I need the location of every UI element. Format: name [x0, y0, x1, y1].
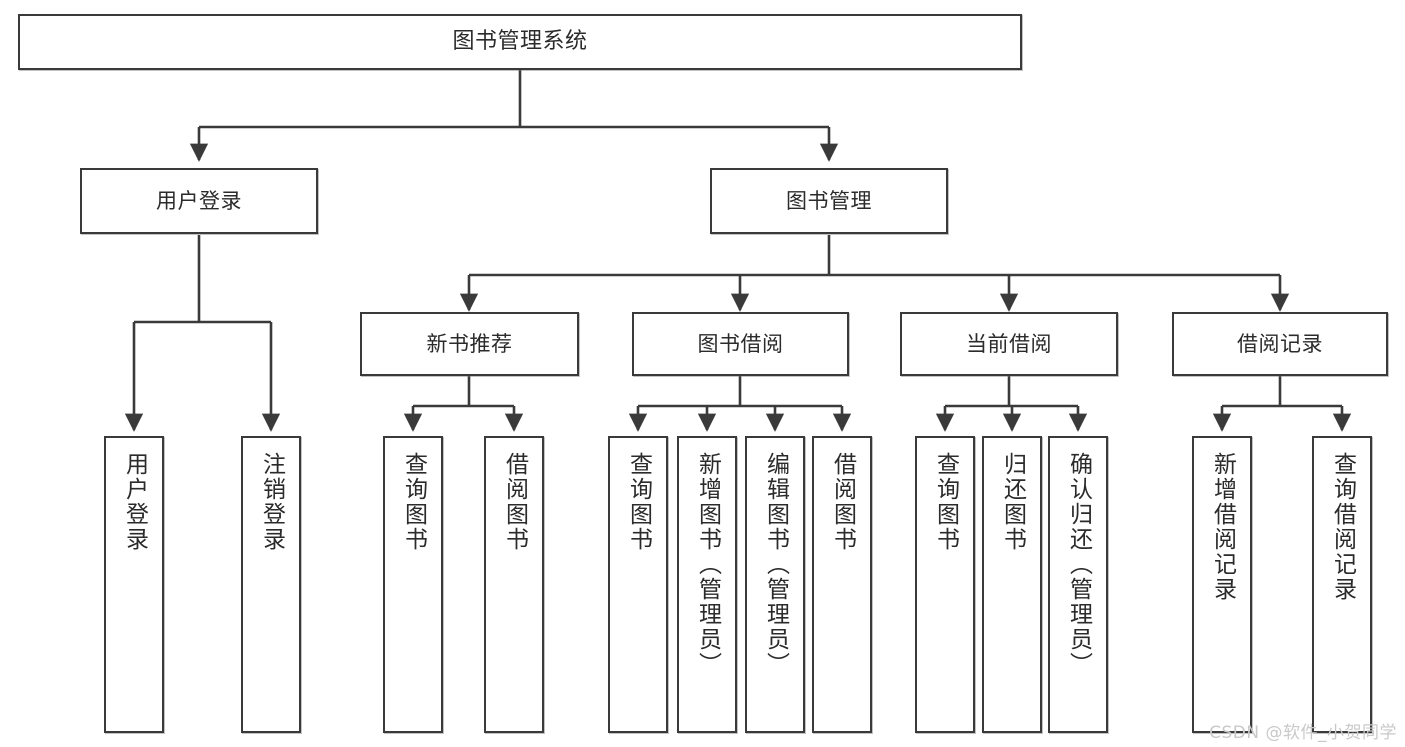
leaf-current-borrow-return-book[interactable]: 归还图书: [982, 436, 1042, 733]
node-label: 新增图书（管理员）: [694, 452, 721, 677]
node-label: 借阅图书: [501, 452, 528, 552]
node-current-borrow[interactable]: 当前借阅: [900, 312, 1118, 376]
leaf-book-borrow-borrow-book[interactable]: 借阅图书: [812, 436, 872, 733]
node-label: 用户登录: [156, 188, 242, 213]
leaf-current-borrow-confirm-return-admin[interactable]: 确认归还（管理员）: [1048, 436, 1108, 733]
leaf-user-login-logout[interactable]: 注销登录: [241, 436, 301, 733]
node-user-login[interactable]: 用户登录: [80, 168, 318, 234]
node-label: 新增借阅记录: [1209, 452, 1236, 602]
leaf-new-book-borrow-book[interactable]: 借阅图书: [484, 436, 544, 733]
leaf-borrow-record-add-record[interactable]: 新增借阅记录: [1192, 436, 1252, 733]
node-label: 编辑图书（管理员）: [762, 452, 789, 677]
node-label: 查询图书: [625, 452, 652, 552]
node-label: 图书管理系统: [452, 29, 588, 55]
leaf-book-borrow-add-book-admin[interactable]: 新增图书（管理员）: [677, 436, 737, 733]
node-label: 图书借阅: [697, 331, 784, 356]
node-label: 新书推荐: [426, 331, 513, 356]
node-label: 归还图书: [999, 452, 1026, 552]
node-label: 用户登录: [121, 452, 148, 552]
node-root-book-management-system[interactable]: 图书管理系统: [18, 14, 1022, 70]
leaf-book-borrow-edit-book-admin[interactable]: 编辑图书（管理员）: [745, 436, 805, 733]
leaf-new-book-query-book[interactable]: 查询图书: [383, 436, 443, 733]
node-label: 借阅记录: [1237, 331, 1323, 356]
node-label: 查询借阅记录: [1329, 452, 1356, 602]
leaf-borrow-record-query-record[interactable]: 查询借阅记录: [1312, 436, 1372, 733]
csdn-watermark: CSDN @软件_小贺同学: [1209, 723, 1397, 743]
node-borrow-record[interactable]: 借阅记录: [1172, 312, 1388, 376]
node-new-book-recommend[interactable]: 新书推荐: [360, 312, 579, 376]
node-label: 借阅图书: [829, 452, 856, 552]
node-label: 注销登录: [258, 452, 285, 552]
leaf-current-borrow-query-book[interactable]: 查询图书: [915, 436, 975, 733]
node-label: 当前借阅: [966, 331, 1052, 356]
node-label: 确认归还（管理员）: [1065, 452, 1092, 677]
node-label: 查询图书: [932, 452, 959, 552]
leaf-book-borrow-query-book[interactable]: 查询图书: [608, 436, 668, 733]
node-label: 查询图书: [400, 452, 427, 552]
node-label: 图书管理: [786, 188, 872, 213]
node-book-management[interactable]: 图书管理: [710, 168, 948, 234]
node-book-borrow[interactable]: 图书借阅: [632, 312, 849, 376]
leaf-user-login-login[interactable]: 用户登录: [104, 436, 164, 733]
